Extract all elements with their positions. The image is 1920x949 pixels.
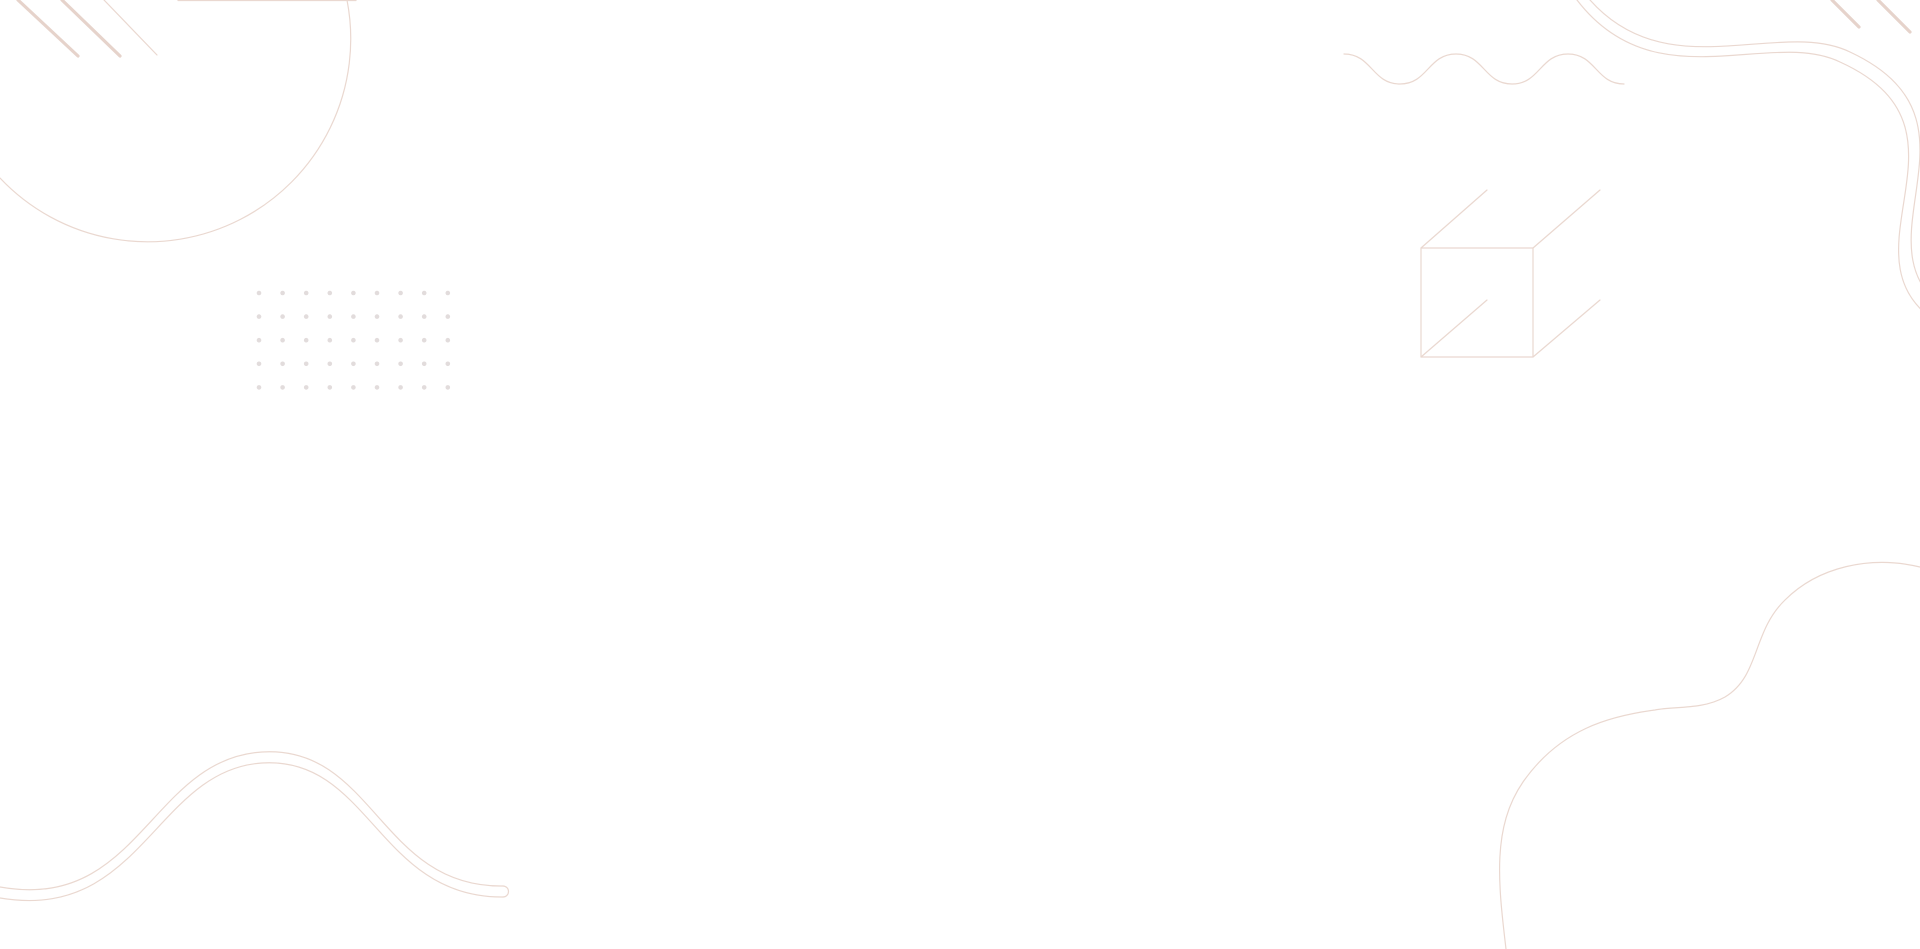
- grid-dot: [303, 314, 309, 319]
- grid-dot: [398, 385, 403, 390]
- grid-dot: [280, 314, 285, 319]
- grid-dot: [421, 385, 427, 390]
- dot-grid-decoration: [256, 290, 451, 390]
- grid-dot: [280, 361, 285, 367]
- blob-outline-decoration: [1498, 561, 1920, 949]
- double-curve-line-decoration: [1576, 0, 1920, 309]
- grid-dot: [327, 290, 333, 296]
- grid-dot: [351, 385, 356, 390]
- grid-dot: [374, 314, 380, 319]
- grid-dot: [303, 385, 309, 390]
- grid-dot: [327, 314, 333, 319]
- grid-dot: [303, 290, 309, 296]
- grid-dot: [398, 337, 403, 343]
- double-wave-line-decoration: [0, 751, 510, 901]
- grid-dot: [421, 290, 427, 296]
- grid-dot: [256, 314, 262, 319]
- grid-dot: [256, 290, 262, 296]
- diagonal-stripes-decoration: [16, 0, 158, 58]
- grid-dot: [374, 361, 380, 367]
- grid-dot: [280, 290, 285, 296]
- grid-dot: [303, 361, 309, 367]
- grid-dot: [421, 361, 427, 367]
- grid-dot: [398, 361, 403, 367]
- grid-dot: [327, 385, 333, 390]
- grid-dot: [327, 337, 333, 343]
- small-wave-line-decoration: [1343, 53, 1625, 85]
- grid-dot: [421, 337, 427, 343]
- grid-dot: [374, 290, 380, 296]
- grid-dot: [398, 314, 403, 319]
- grid-dot: [351, 314, 356, 319]
- grid-dot: [421, 314, 427, 319]
- grid-dot: [351, 361, 356, 367]
- grid-dot: [374, 337, 380, 343]
- grid-dot: [398, 290, 403, 296]
- grid-dot: [256, 385, 262, 390]
- grid-dot: [280, 385, 285, 390]
- grid-dot: [374, 385, 380, 390]
- grid-dot: [303, 337, 309, 343]
- grid-dot: [445, 290, 451, 296]
- grid-dot: [445, 314, 451, 319]
- grid-dot: [327, 361, 333, 367]
- grid-dot: [256, 337, 262, 343]
- grid-dot: [445, 361, 451, 367]
- grid-dot: [280, 337, 285, 343]
- cube-wireframe-decoration: [1420, 189, 1601, 358]
- grid-dot: [445, 337, 451, 343]
- grid-dot: [351, 290, 356, 296]
- circle-outline-decoration: [0, 0, 357, 243]
- grid-dot: [351, 337, 356, 343]
- grid-dot: [256, 361, 262, 367]
- grid-dot: [445, 385, 451, 390]
